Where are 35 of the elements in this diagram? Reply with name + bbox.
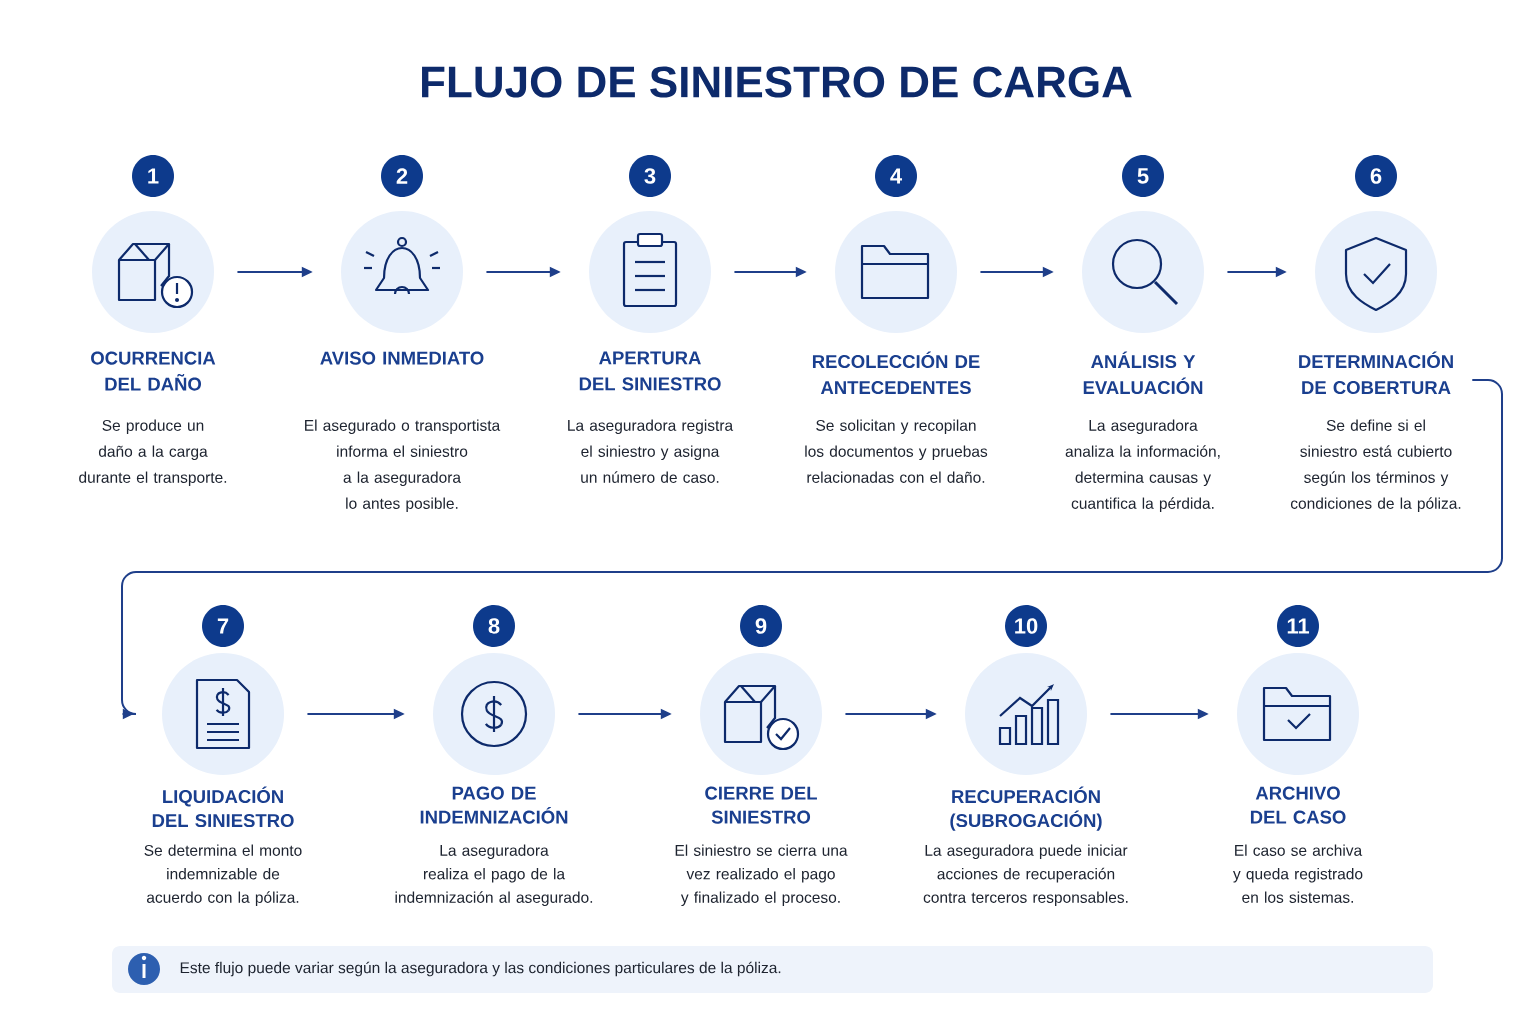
step-description: Se produce un daño a la carga durante el transporte. <box>79 419 227 486</box>
step-number: 4 <box>875 155 917 197</box>
step-title: RECOLECCIÓN DE ANTECEDENTES <box>812 351 980 395</box>
step-number: 6 <box>1355 155 1397 197</box>
step-description: Se determina el monto indemnizable de acuerdo con la póliza. <box>144 844 302 906</box>
step-title: ANÁLISIS Y EVALUACIÓN <box>1083 351 1203 395</box>
step-description: El asegurado o transportista informa el siniestro a la aseguradora lo antes posible. <box>305 419 501 512</box>
step-title: CIERRE DEL SINIESTRO <box>705 786 817 824</box>
step-title: APERTURA DEL SINIESTRO <box>579 351 721 391</box>
step-title: RECUPERACIÓN (SUBROGACIÓN) <box>950 786 1102 831</box>
step-number: 5 <box>1122 155 1164 197</box>
step-description: La aseguradora registra el siniestro y asigna un número de caso. <box>568 419 734 483</box>
step-title: AVISO INMEDIATO <box>320 351 484 365</box>
step-description: La aseguradora analiza la información, determina causas y cuantifica la pérdida. <box>1065 419 1220 512</box>
step-title: OCURRENCIA DEL DAÑO <box>91 351 216 391</box>
step-number: 8 <box>473 605 515 647</box>
step-title: PAGO DE INDEMNIZACIÓN <box>420 786 568 824</box>
step-description: El siniestro se cierra una vez realizado el pago y finalizado el proceso. <box>675 844 848 906</box>
step-description: La aseguradora puede iniciar acciones de recuperación contra terceros responsables. <box>923 844 1128 906</box>
step-number: 1 <box>132 155 174 197</box>
step-description: La aseguradora realiza el pago de la indemnización al asegurado. <box>395 844 593 906</box>
step-description: Se solicitan y recopilan los documentos y pruebas relacionadas con el daño. <box>805 419 988 483</box>
step-number: 3 <box>629 155 671 197</box>
step-number: 9 <box>740 605 782 647</box>
title: FLUJO DE SINIESTRO DE CARGA <box>422 66 1132 98</box>
note-band: Este flujo puede variar según la aseguradora y las condiciones particulares de la póliza. <box>112 946 1433 993</box>
step-title: ARCHIVO DEL CASO <box>1250 786 1346 824</box>
step-description: El caso se archiva y queda registrado en los sistemas. <box>1233 844 1363 903</box>
step-title: LIQUIDACIÓN DEL SINIESTRO <box>152 786 294 828</box>
step-number: 7 <box>202 605 244 647</box>
step-number: 10 <box>1005 605 1047 647</box>
step-number: 2 <box>381 155 423 197</box>
step-description: Se define si el siniestro está cubierto según los términos y condiciones de la póliza. <box>1290 419 1461 512</box>
step-title: DETERMINACIÓN DE COBERTURA <box>1299 351 1453 395</box>
step-number: 11 <box>1277 605 1319 647</box>
